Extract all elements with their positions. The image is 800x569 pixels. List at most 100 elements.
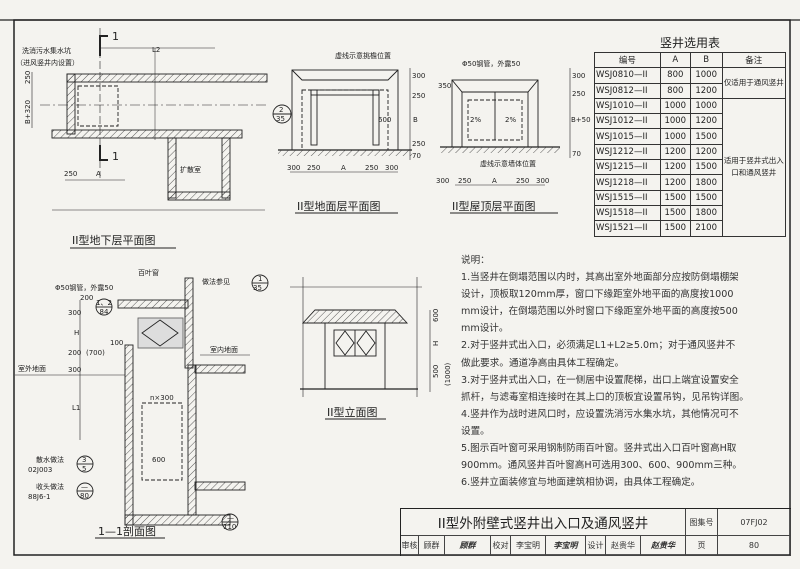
dim: 600 bbox=[378, 116, 391, 124]
cell-a: 1200 bbox=[659, 143, 691, 161]
dim: 300 bbox=[572, 72, 585, 80]
checker-signature: 李宝明 bbox=[546, 536, 586, 556]
note-line: mm设计。 bbox=[461, 323, 509, 335]
page-number: 80 bbox=[718, 536, 791, 556]
designer-name: 赵贵华 bbox=[606, 536, 641, 556]
dim: 70 bbox=[412, 152, 421, 160]
cell-b: 1800 bbox=[689, 174, 723, 191]
checker-name: 李宝明 bbox=[511, 536, 546, 556]
outdoor-label: 室外地面 bbox=[18, 364, 46, 373]
ref-bottom: 35 bbox=[276, 115, 285, 123]
atlas-number: 07FJ02 bbox=[718, 509, 791, 536]
pipe-label: Φ50钢管，外露50 bbox=[55, 283, 113, 292]
note-line: mm设计，在倒塌范围以外时窗口下缘距室外地平面的高度按500 bbox=[461, 306, 738, 318]
ref-top: 2 bbox=[279, 106, 283, 114]
section-1-1 bbox=[15, 274, 269, 539]
ref-top: — bbox=[81, 483, 88, 491]
roof-plan-title: II型屋顶层平面图 bbox=[452, 199, 536, 213]
selection-table-title: 竖井选用表 bbox=[659, 36, 720, 50]
ground-floor-plan-labels: 虚线示意挑檐位置 2 35 300 250 A 250 300 600 300 … bbox=[276, 51, 425, 213]
dim: (1000) bbox=[444, 362, 452, 386]
cell-code: WSJ0812—II bbox=[594, 82, 661, 99]
header-b: B bbox=[689, 51, 723, 69]
dim: 300 bbox=[436, 177, 449, 185]
note-line: 5.图示百叶窗可采用钢制防雨百叶窗。竖井式出入口百叶窗高H取 bbox=[461, 443, 737, 455]
atlas-label: 图集号 bbox=[686, 509, 718, 536]
room-label: 扩散室 bbox=[180, 165, 201, 174]
slope-label: 2% bbox=[505, 116, 516, 124]
dim: 100 bbox=[110, 339, 123, 347]
dim: (700) bbox=[86, 349, 105, 357]
edge-code: 88J6-1 bbox=[28, 493, 50, 501]
dim-250: 250 bbox=[64, 170, 77, 178]
note-line: 1.当竖井在倒塌范围以内时，其高出室外地面部分应按防倒塌棚架 bbox=[461, 272, 739, 284]
edge-label: 收头做法 bbox=[36, 482, 64, 491]
elevation bbox=[290, 277, 431, 420]
notes-heading: 说明： bbox=[461, 255, 490, 266]
dim: 70 bbox=[572, 150, 581, 158]
dim: 250 bbox=[365, 164, 378, 172]
page-label: 页 bbox=[686, 536, 718, 556]
cell-b: 1500 bbox=[689, 128, 723, 145]
ref-bottom: 5 bbox=[82, 465, 86, 473]
ref-top: 1、2 bbox=[96, 299, 112, 307]
dim-b320: B+320 bbox=[24, 100, 32, 124]
dim-a: A bbox=[96, 170, 101, 178]
dim: 250 bbox=[516, 177, 529, 185]
dim: 300 bbox=[385, 164, 398, 172]
pit-note: （进风竖井内设置） bbox=[16, 58, 79, 67]
dim: 500 bbox=[432, 365, 440, 378]
dim-l2: L2 bbox=[152, 46, 160, 54]
dim: 250 bbox=[572, 90, 585, 98]
cell-code: WSJ1212—II bbox=[594, 143, 661, 161]
drawing-title: II型外附壁式竖井出入口及通风竖井 bbox=[401, 509, 686, 536]
basement-plan bbox=[31, 28, 268, 249]
cell-b: 1000 bbox=[689, 67, 723, 84]
check-label: 校对 bbox=[491, 536, 511, 556]
notes: 说明： 1.当竖井在倒塌范围以内时，其高出室外地面部分应按防倒塌棚架设计，顶板取… bbox=[461, 252, 789, 491]
section-mark-top: 1 bbox=[112, 30, 119, 43]
roof-plan-labels: Φ50钢管，外露50 虚线示意墙体位置 2% 2% 350 300 250 A … bbox=[436, 59, 591, 213]
slope-label: 2% bbox=[470, 116, 481, 124]
designer-signature: 赵贵华 bbox=[641, 536, 686, 556]
cell-b: 1500 bbox=[689, 159, 723, 176]
eave-label: 虚线示意挑檐位置 bbox=[335, 51, 391, 60]
dim: 600 bbox=[152, 456, 165, 464]
section-title: 1—1剖面图 bbox=[98, 524, 156, 538]
water-code: 02J003 bbox=[28, 466, 52, 474]
cell-code: WSJ1515—II bbox=[594, 189, 661, 206]
cell-a: 1200 bbox=[659, 174, 691, 191]
section-1-1-labels: 百叶窗 Φ50钢管，外露50 做法参见 1 35 1、2 84 室内地面 室外地… bbox=[18, 268, 262, 538]
pipe-label: Φ50钢管，外露50 bbox=[462, 59, 520, 68]
note-line: 2.对于竖井式出入口，必须满足L1+L2≥5.0m；对于通风竖井不 bbox=[461, 340, 736, 352]
dim-250-top: 250 bbox=[24, 71, 32, 84]
cell-code: WSJ1015—II bbox=[594, 128, 661, 145]
cell-b: 1200 bbox=[689, 82, 723, 99]
cell-b: 1800 bbox=[689, 204, 723, 222]
cell-a: 800 bbox=[659, 67, 691, 84]
cell-b: 2100 bbox=[689, 220, 723, 237]
dim: 300 bbox=[68, 366, 81, 374]
ref-bottom: 80 bbox=[80, 492, 89, 500]
title-block: II型外附壁式竖井出入口及通风竖井 图集号 07FJ02 审核 顾群 顾群 校对… bbox=[400, 508, 791, 556]
cell-b: 1200 bbox=[689, 143, 723, 161]
dim: 250 bbox=[412, 92, 425, 100]
dim: A bbox=[341, 164, 346, 172]
cell-code: WSJ1012—II bbox=[594, 113, 661, 130]
section-mark-bottom: 1 bbox=[112, 150, 119, 163]
wall-label: 虚线示意墙体位置 bbox=[480, 159, 536, 168]
note-line: 设计，顶板取120mm厚，窗口下缘距室外地平面的高度按1000 bbox=[461, 289, 734, 301]
cell-a: 1000 bbox=[659, 128, 691, 145]
dim: 350 bbox=[438, 82, 451, 90]
reviewer-name: 顾群 bbox=[419, 536, 445, 556]
reviewer-signature: 顾群 bbox=[445, 536, 491, 556]
cell-a: 800 bbox=[659, 82, 691, 99]
cell-b: 1000 bbox=[689, 97, 723, 115]
cell-code: WSJ1010—II bbox=[594, 97, 661, 115]
cell-code: WSJ0810—II bbox=[594, 67, 661, 84]
dim: 300 bbox=[412, 72, 425, 80]
basement-plan-title: II型地下层平面图 bbox=[72, 233, 156, 247]
